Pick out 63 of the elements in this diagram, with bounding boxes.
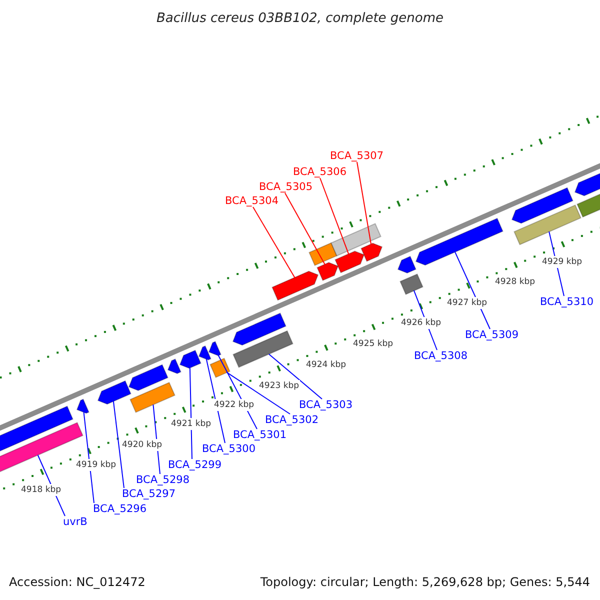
gene-block	[415, 218, 504, 266]
gene-label: BCA_5308	[414, 350, 468, 362]
scale-label: 4921 kbp	[170, 418, 212, 430]
scale-label: 4923 kbp	[258, 380, 300, 392]
gene-block	[167, 358, 182, 374]
gene-label: BCA_5304	[225, 195, 279, 207]
scale-label: 4929 kbp	[541, 256, 584, 268]
gene-block	[397, 256, 416, 274]
gene-label: BCA_5306	[293, 166, 347, 178]
leader-line	[320, 178, 350, 255]
leader-line	[112, 400, 124, 488]
leader-line	[226, 372, 290, 414]
gene-label: BCA_5298	[136, 474, 190, 486]
leader-line	[284, 192, 326, 266]
gene-block	[316, 262, 339, 282]
gene-label: BCA_5296	[93, 503, 147, 515]
title: Bacillus cereus 03BB102, complete genome	[155, 11, 445, 27]
leader-line	[83, 412, 94, 504]
gene-label: BCA_5309	[465, 329, 519, 341]
gene-block	[272, 270, 319, 301]
scale-label: 4927 kbp	[446, 297, 488, 310]
gene-label: BCA_5297	[122, 488, 176, 500]
scale-label: 4919 kbp	[75, 459, 118, 472]
gene-block	[308, 242, 338, 266]
gene-block	[232, 312, 286, 346]
gene-block	[210, 358, 230, 378]
gene-label: BCA_5300	[202, 443, 256, 455]
scale-label: 4920 kbp	[121, 439, 164, 452]
gene-label: BCA_5299	[168, 459, 222, 471]
gene-block	[198, 345, 212, 360]
gene-block	[130, 382, 176, 413]
scale-label: 4926 kbp	[400, 317, 442, 330]
scale-label: 4918 kbp	[20, 484, 62, 496]
gene-label: BCA_5307	[330, 150, 384, 162]
scale-label: 4924 kbp	[305, 358, 348, 371]
leader-line	[206, 358, 226, 444]
gene-label: BCA_5310	[540, 296, 594, 308]
leader-line	[252, 206, 296, 278]
gene-block	[514, 204, 582, 246]
gene-label: BCA_5302	[265, 414, 319, 426]
leader-line	[356, 162, 372, 245]
gene-block	[208, 340, 222, 356]
gene-block	[76, 398, 90, 414]
scale-label: 4922 kbp	[213, 399, 256, 412]
gene-block	[511, 187, 574, 224]
leader-line	[268, 354, 322, 400]
gene-label: BCA_5301	[233, 429, 287, 441]
gene-block	[232, 330, 294, 368]
scale-label: 4925 kbp	[352, 338, 394, 350]
gene-label: BCA_5305	[259, 181, 313, 193]
leader-line	[189, 367, 192, 460]
gene-label: uvrB	[63, 516, 88, 528]
scale-label: 4928 kbp	[494, 276, 536, 288]
gene-label: BCA_5303	[299, 399, 353, 411]
gene-block	[97, 380, 132, 405]
accession-text: Accession: NC_012472	[9, 575, 146, 589]
gene-block	[330, 223, 382, 256]
gene-block	[128, 364, 168, 392]
gene-block	[360, 242, 383, 262]
gene-block	[0, 406, 74, 452]
genome-summary-text: Topology: circular; Length: 5,269,628 bp; Genes: 5,544	[260, 575, 590, 589]
gene-block	[334, 250, 365, 274]
gene-block	[400, 273, 424, 296]
